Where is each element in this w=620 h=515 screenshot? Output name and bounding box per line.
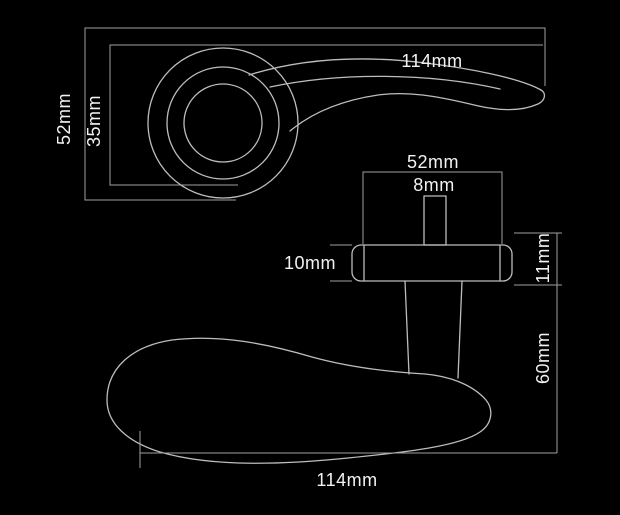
front-view: 114mm 52mm 35mm	[54, 27, 546, 201]
lever-neck-right-line	[457, 280, 463, 379]
rose-middle-circle	[166, 66, 280, 180]
dim-label-side-rose-diameter: 52mm	[407, 152, 459, 172]
lever-side-outline	[106, 337, 492, 464]
dim-label-rose-inner-diameter: 35mm	[84, 95, 104, 147]
dim-label-rose-thickness: 10mm	[284, 253, 336, 273]
dim-label-rose-outer-diameter: 52mm	[54, 93, 74, 145]
rose-inner-circle	[183, 83, 263, 163]
dim-label-projection: 60mm	[533, 332, 553, 384]
lever-front-crease-line	[269, 75, 501, 90]
rose-plate-side	[351, 244, 513, 282]
rose-outer-circle	[147, 47, 299, 199]
dim-label-backplate-depth: 11mm	[533, 233, 553, 284]
side-view: 52mm 8mm 10mm 11mm 60mm 114mm	[106, 152, 562, 490]
spindle	[423, 195, 447, 246]
dim-label-side-lever-length: 114mm	[316, 470, 377, 490]
side-rose-width-dimension	[362, 171, 503, 244]
lever-front-outline	[248, 58, 546, 132]
lever-neck-left-line	[404, 280, 410, 375]
dim-label-front-lever-length: 114mm	[401, 51, 462, 71]
dim-label-spindle-width: 8mm	[413, 175, 455, 195]
front-inner-dimension-bracket	[109, 44, 543, 186]
front-outer-dimension-bracket	[84, 27, 546, 201]
